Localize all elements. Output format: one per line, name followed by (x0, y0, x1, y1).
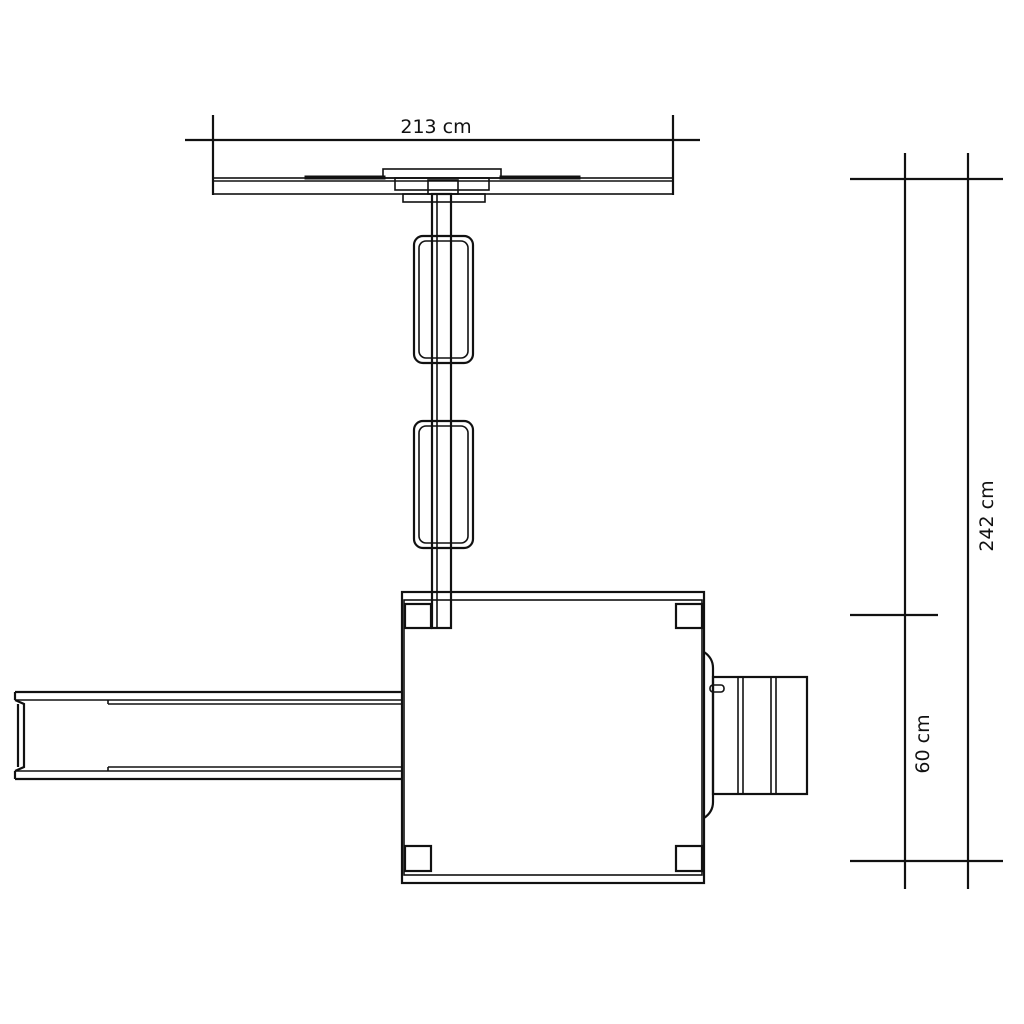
swing-seat-1 (412, 234, 475, 365)
ladder-hook (703, 651, 715, 819)
swing-seats (412, 234, 475, 550)
platform (400, 590, 706, 885)
beam-bracket-left (304, 175, 386, 180)
corner-post-top-left (403, 602, 433, 630)
ladder (703, 651, 809, 819)
beam-joint (427, 179, 459, 195)
platform-label: 60 cm (912, 714, 934, 773)
platform-outer (400, 590, 706, 885)
platform-inner (403, 599, 703, 876)
beam-bracket-right (499, 175, 581, 180)
width-label: 213 cm (400, 116, 471, 138)
swing-arm-beam (430, 192, 453, 630)
swing-seat-2-inner (418, 425, 469, 544)
slide-end-lip (14, 698, 26, 773)
height-label: 242 cm (976, 480, 998, 551)
ladder-handle (709, 684, 725, 693)
beam-center-plate (394, 177, 490, 191)
corner-post-bottom-left (403, 844, 433, 873)
corner-post-bottom-right (674, 844, 704, 873)
corner-post-top-right (674, 602, 704, 630)
platform-dimension: 60 cm (850, 153, 938, 889)
swing-arm (430, 192, 453, 630)
beam-center-block (382, 168, 502, 179)
beam-foot (402, 193, 486, 203)
swing-top-beam (212, 168, 674, 203)
swing-seat-1-inner (418, 240, 469, 359)
swing-seat-2 (412, 419, 475, 550)
slide (13, 690, 402, 781)
ladder-frame (711, 675, 809, 796)
width-dimension: 213 cm (185, 115, 700, 195)
height-dimension: 242 cm (850, 153, 1003, 889)
